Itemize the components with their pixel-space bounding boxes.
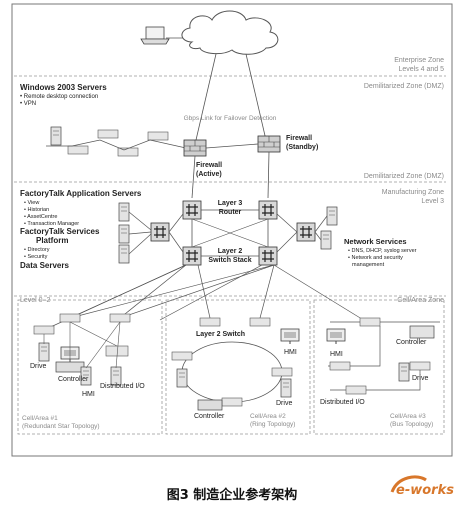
ft-app-item-4: • Transaction Manager: [24, 221, 79, 227]
link-ls-router: [168, 213, 184, 233]
network-services-title: Network Services: [344, 237, 407, 246]
dmz-server-link: [46, 139, 187, 151]
network-services-item-2: • Network and security: [348, 255, 403, 261]
layer3-label-1: Layer 3: [218, 200, 243, 207]
ft-services-item-2: • Security: [24, 254, 48, 260]
cell1-links: [43, 321, 121, 369]
svg-text:e-works: e-works: [396, 483, 454, 498]
cell3-devices: [326, 317, 435, 395]
firewall-active-label-2: (Active): [196, 171, 222, 178]
cell2-hmi-label: HMI: [284, 349, 297, 356]
failover-link: [205, 143, 259, 149]
factorytalk-server-stack: [118, 202, 130, 264]
ft-app-item-1: • View: [24, 200, 39, 206]
dmz-title: Windows 2003 Servers: [20, 83, 107, 92]
ft-app-item-3: • AssetCentre: [24, 214, 57, 220]
link-cloud-fw-active: [195, 53, 217, 141]
link-rs-router: [276, 213, 298, 233]
zone-label-manufacturing-level: Level 3: [421, 198, 444, 205]
layer2-stack-right-icon: [258, 246, 278, 266]
layer3-label-2: Router: [219, 209, 242, 216]
firewall-active-icon: [183, 139, 207, 157]
cell3-dio-label: Distributed I/O: [320, 399, 365, 406]
zone-label-dmz-bottom: Demilitarized Zone (DMZ): [364, 173, 444, 180]
link-fw-active-router: [191, 155, 196, 199]
dmz-server-row: [50, 126, 169, 157]
firewall-standby-label-1: Firewall: [286, 135, 312, 142]
link-ft-2: [128, 231, 152, 235]
firewall-standby-icon: [257, 135, 281, 153]
trunk-lines: [43, 264, 371, 331]
zone-label-enterprise-levels: Levels 4 and 5: [398, 66, 444, 73]
failover-link-label: Gbps Link for Failover Detection: [184, 115, 277, 122]
ft-app-servers-title: FactoryTalk Application Servers: [20, 189, 142, 198]
zone-label-dmz-top: Demilitarized Zone (DMZ): [364, 83, 444, 90]
zone-label-manufacturing: Manufacturing Zone: [382, 189, 444, 196]
cell2-drive-label: Drive: [276, 400, 292, 407]
cell-area-3-box: [313, 299, 445, 435]
cell2-caption-2: (Ring Topology): [250, 421, 295, 428]
cell3-drive-label: Drive: [412, 375, 428, 382]
cell3-hmi-label: HMI: [330, 351, 343, 358]
link-ns-2: [314, 231, 322, 241]
cell1-hmi-label: HMI: [82, 391, 95, 398]
cell1-devices: [33, 313, 131, 386]
link-ls-stack: [168, 231, 184, 253]
network-services-server-stack: [320, 206, 338, 250]
cell-area-2-box: [165, 299, 311, 435]
layer3-router-right-icon: [258, 200, 278, 220]
laptop-icon: [140, 26, 170, 45]
link-cloud-fw-standby: [245, 53, 267, 141]
dmz-item-1: • Remote desktop connection: [20, 94, 98, 100]
manufacturing-switch-right-icon: [296, 222, 316, 242]
firewall-standby-label-2: (Standby): [286, 144, 318, 151]
ft-services-title-2: Platform: [36, 236, 68, 245]
figure-caption: 图3 制造企业参考架构: [166, 488, 298, 503]
layer2-label-1: Layer 2: [218, 248, 243, 255]
cell1-dio-label: Distributed I/O: [100, 383, 145, 390]
cell2-ring: [181, 341, 283, 403]
cell1-caption-1: Cell/Area #1: [22, 415, 58, 422]
ft-app-item-2: • Historian: [24, 207, 49, 213]
layer2-label-2: Switch Stack: [208, 257, 251, 264]
cell1-caption-2: (Redundant Star Topology): [22, 423, 100, 430]
zone-label-enterprise: Enterprise Zone: [394, 57, 444, 64]
ft-services-item-1: • Directory: [24, 247, 50, 253]
cell2-devices: [171, 317, 300, 411]
cell2-switch-label: Layer 2 Switch: [196, 331, 245, 338]
zone-label-cell-area: Cell/Area Zone: [397, 297, 444, 304]
ft-data-servers-title: Data Servers: [20, 261, 69, 270]
link-ft-1: [128, 211, 152, 231]
e-works-logo: e-works: [390, 475, 454, 498]
link-ft-3: [128, 233, 152, 255]
cell1-controller-label: Controller: [58, 376, 89, 383]
cell2-controller-label: Controller: [194, 413, 225, 420]
dmz-item-2: • VPN: [20, 101, 36, 107]
cell2-caption-1: Cell/Area #2: [250, 413, 286, 420]
outer-frame: [11, 3, 453, 457]
layer3-router-left-icon: [182, 200, 202, 220]
internet-cloud-icon: [181, 10, 279, 55]
network-services-item-3: management: [352, 262, 385, 268]
link-ns-1: [314, 215, 328, 233]
firewall-active-label-1: Firewall: [196, 162, 222, 169]
network-services-item-1: • DNS, DHCP, syslog server: [348, 248, 417, 254]
link-rs-stack: [276, 231, 298, 253]
link-fw-standby-router: [267, 151, 270, 199]
cell3-caption-1: Cell/Area #3: [390, 413, 426, 420]
ft-services-title-1: FactoryTalk Services: [20, 227, 100, 236]
layer2-stack-left-icon: [182, 246, 202, 266]
cell3-controller-label: Controller: [396, 339, 427, 346]
cell3-caption-2: (Bus Topology): [390, 421, 433, 428]
manufacturing-switch-left-icon: [150, 222, 170, 242]
cell1-drive-label: Drive: [30, 363, 46, 370]
zone-label-levels-0-2: Level 0–2: [20, 297, 50, 304]
link-cross-2: [191, 218, 269, 248]
cell-area-1-box: [17, 299, 163, 435]
